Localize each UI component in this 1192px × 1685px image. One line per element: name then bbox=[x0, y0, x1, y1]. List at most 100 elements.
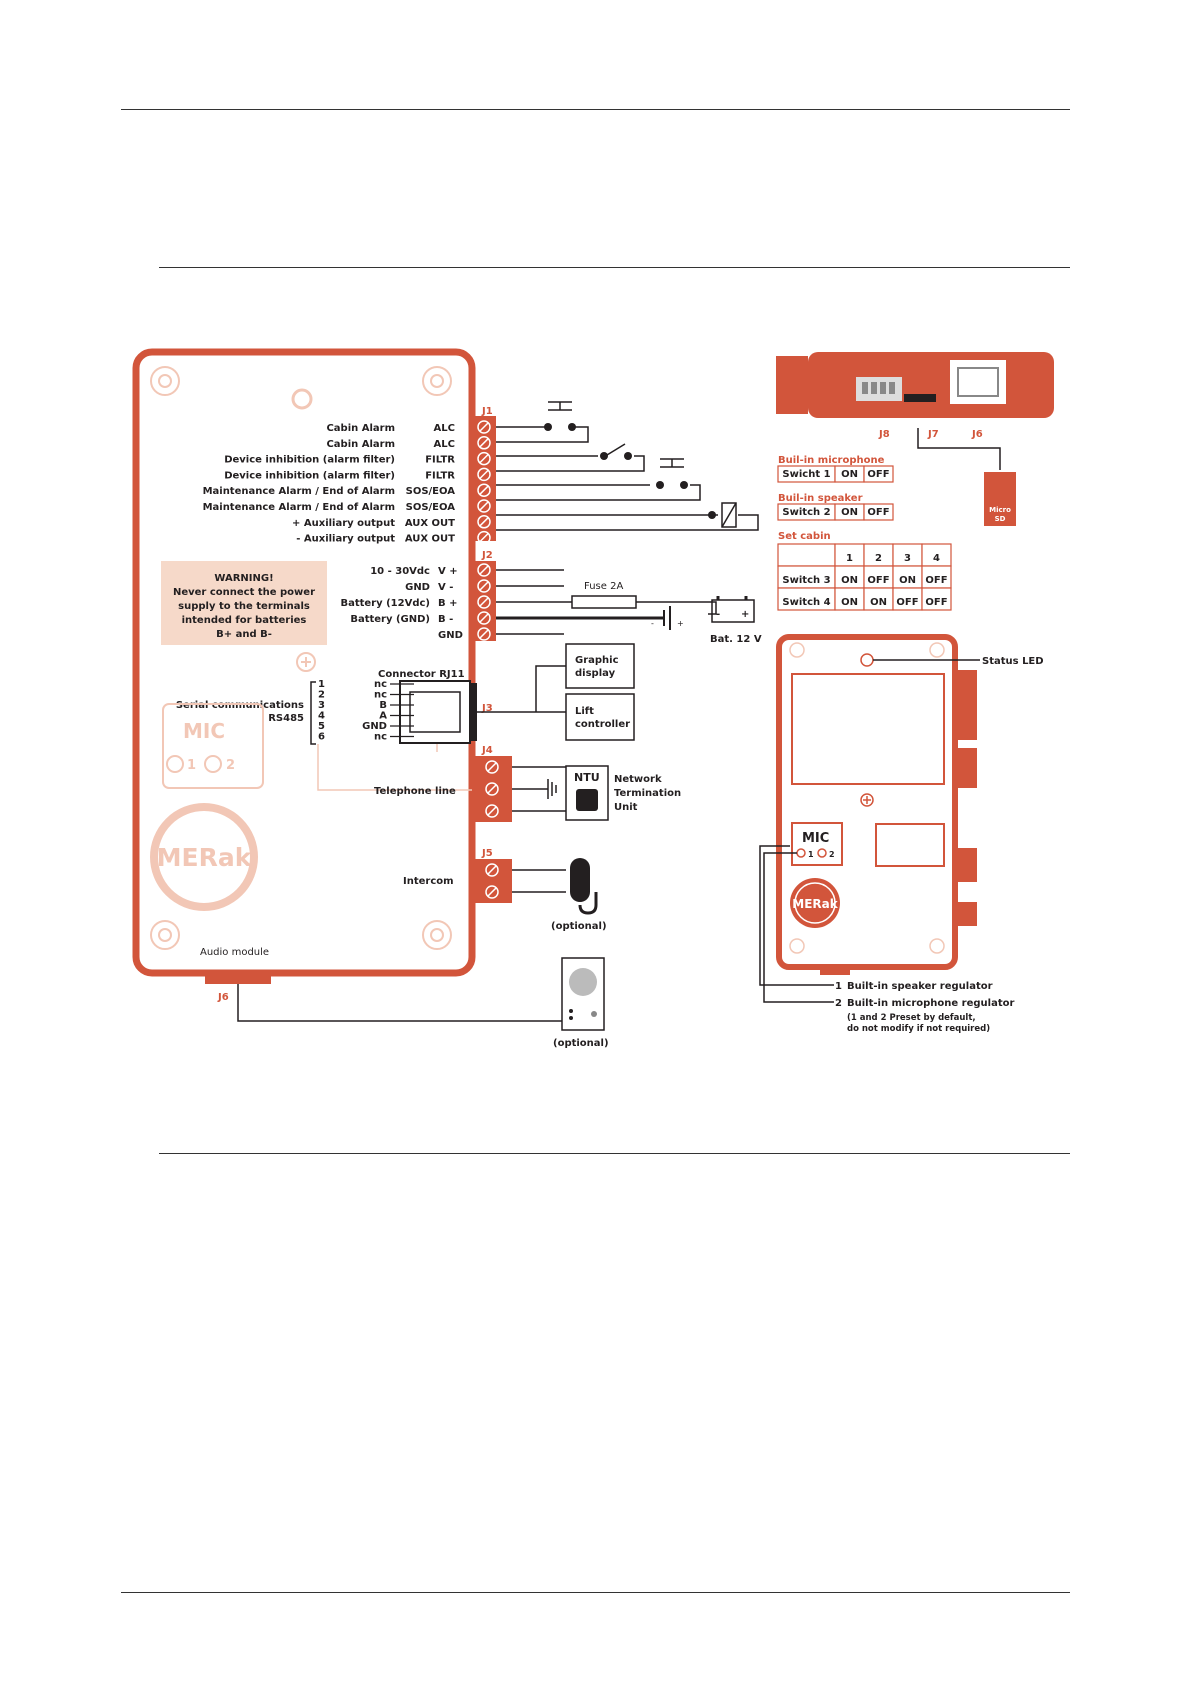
rj11-pin-number: 1 bbox=[318, 679, 325, 690]
warning-box: WARNING! Never connect the power supply … bbox=[161, 561, 327, 645]
j3-label: J3 bbox=[481, 703, 493, 714]
rj11-pin-signal: B bbox=[379, 700, 387, 711]
corner-screws bbox=[150, 366, 452, 950]
table-cell-text: OFF bbox=[925, 575, 947, 586]
j5-screws bbox=[485, 863, 499, 899]
cross-screw-icon bbox=[296, 652, 316, 672]
regulator-leaders bbox=[759, 845, 834, 1003]
table-cell-text: ON bbox=[841, 575, 858, 586]
pin-bracket bbox=[310, 681, 316, 745]
warning-background bbox=[161, 561, 327, 645]
warning-title: WARNING! bbox=[214, 573, 273, 584]
table-cell-text: 2 bbox=[875, 553, 882, 564]
back-panel-screws bbox=[789, 642, 945, 954]
j1-description: Maintenance Alarm / End of Alarm bbox=[203, 486, 395, 497]
rj11-pin-number: 2 bbox=[318, 690, 325, 701]
j1-terminal-code: SOS/EOA bbox=[406, 486, 456, 497]
j1-description: + Auxiliary output bbox=[292, 518, 395, 529]
j1-terminal-code: AUX OUT bbox=[405, 518, 455, 529]
back-logo-badge bbox=[790, 878, 840, 928]
warning-line: intended for batteries bbox=[182, 615, 307, 626]
table-cell bbox=[777, 543, 836, 567]
ntu-label: NTU bbox=[574, 771, 600, 784]
j2-description: Battery (12Vdc) bbox=[340, 598, 430, 609]
terminal-screw-icon bbox=[477, 563, 491, 577]
j6-bottom-tab bbox=[205, 973, 271, 984]
j2-terminal-code: V + bbox=[438, 566, 458, 577]
cross-screw-small-icon bbox=[860, 793, 874, 807]
table-cell-text: Switch 4 bbox=[782, 597, 830, 608]
speaker-optional: (optional) bbox=[553, 1038, 609, 1049]
microsd-label: Micro bbox=[989, 506, 1011, 514]
faded-mic-two: 2 bbox=[226, 758, 235, 773]
j1-terminal-code: FILTR bbox=[425, 470, 455, 481]
j6-top-label: J6 bbox=[971, 429, 983, 440]
j1-terminal-code: SOS/EOA bbox=[406, 502, 456, 513]
regulator-num: 1 bbox=[835, 981, 842, 992]
back-panel: Status LED MIC 1 2 MERak 1 Built-in spea… bbox=[759, 634, 1044, 1034]
back-mic-one: 1 bbox=[808, 850, 814, 859]
regulator-text: Built-in microphone regulator bbox=[847, 998, 1014, 1009]
terminal-screw-icon bbox=[477, 499, 491, 513]
faded-mic-knob-1-icon bbox=[166, 755, 184, 773]
table-cell bbox=[863, 465, 894, 483]
terminal-screw-icon bbox=[477, 436, 491, 450]
table-cell-text: Switch 2 bbox=[782, 507, 830, 518]
back-logo-text: MERak bbox=[792, 897, 838, 911]
j1-label: J1 bbox=[481, 406, 493, 417]
audio-module-label: Audio module bbox=[200, 947, 269, 958]
terminal-screw-icon bbox=[477, 627, 491, 641]
lift-controller-box bbox=[565, 693, 635, 741]
table-cell-text: 3 bbox=[904, 553, 911, 564]
regulator-num: 2 bbox=[835, 998, 842, 1009]
terminal-screw-icon bbox=[477, 611, 491, 625]
intercom-handset-icon bbox=[570, 858, 590, 902]
table-cell-text: Swicht 1 bbox=[782, 469, 830, 480]
microsd-label: SD bbox=[995, 515, 1006, 523]
table-cell bbox=[863, 503, 894, 521]
j3-wiring bbox=[477, 665, 566, 713]
terminal-screw-icon bbox=[485, 804, 499, 818]
terminal-screw-icon bbox=[477, 515, 491, 529]
table-cell-text: OFF bbox=[867, 507, 889, 518]
ntu-desc: Network bbox=[614, 774, 662, 785]
intercom-label: Intercom bbox=[403, 876, 454, 887]
warning-line: Never connect the power bbox=[173, 587, 315, 598]
rj11-label: Connector RJ11 bbox=[378, 669, 465, 680]
j4-block: J4 NTU Network Termination Unit bbox=[472, 745, 681, 822]
back-mic-box bbox=[791, 822, 843, 866]
lift-controller-label: controller bbox=[575, 719, 630, 730]
terminal-screw-icon bbox=[477, 483, 491, 497]
graphic-display-label: Graphic bbox=[575, 655, 619, 666]
top-board: J8 J7 J6 Micro SD bbox=[776, 352, 1054, 526]
table-cell-text: ON bbox=[899, 575, 916, 586]
battery-label: Bat. 12 V bbox=[710, 634, 762, 645]
table-cell-text: ON bbox=[841, 469, 858, 480]
telephone-trace bbox=[317, 744, 475, 791]
j2-label: J2 bbox=[481, 550, 493, 561]
speaker-switch-title: Buil-in speaker bbox=[778, 493, 863, 504]
terminal-screw-icon bbox=[485, 760, 499, 774]
j4-wiring bbox=[512, 766, 566, 812]
speaker-block: (optional) bbox=[237, 957, 609, 1049]
intercom-optional: (optional) bbox=[551, 921, 607, 932]
j1-switch-contacts bbox=[544, 423, 716, 519]
terminal-screw-icon bbox=[477, 530, 491, 545]
cabin-switch-title: Set cabin bbox=[778, 531, 831, 542]
ntu-desc: Termination bbox=[614, 788, 681, 799]
header-rule-section bbox=[159, 267, 1070, 268]
j1-description: - Auxiliary output bbox=[296, 534, 395, 545]
j2-description: Battery (GND) bbox=[350, 614, 430, 625]
rj11-pin-signal: nc bbox=[374, 690, 387, 701]
footer-rule-section bbox=[159, 1153, 1070, 1154]
telephone-label: Telephone line bbox=[374, 786, 456, 797]
j7-label: J7 bbox=[927, 429, 939, 440]
j2-wiring bbox=[496, 569, 755, 635]
j5-label: J5 bbox=[481, 848, 493, 859]
terminal-screw-icon bbox=[477, 579, 491, 593]
